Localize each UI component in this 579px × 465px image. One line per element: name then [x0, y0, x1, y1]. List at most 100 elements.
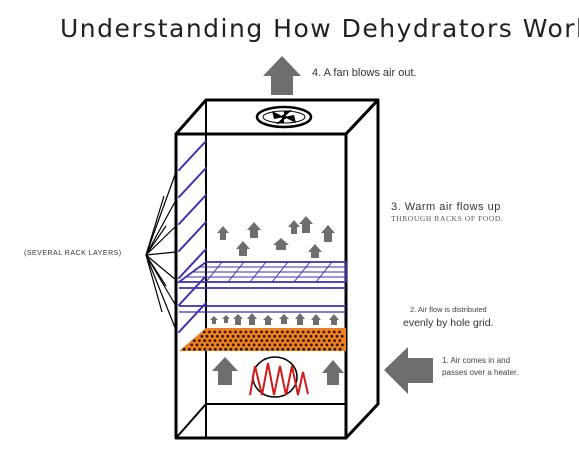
hole-dot — [294, 343, 298, 347]
hole-dot — [234, 330, 237, 334]
hole-dot — [338, 347, 342, 351]
hole-dot — [193, 347, 196, 351]
step-3-label: 3. Warm air flows up — [391, 201, 501, 213]
hole-dot — [322, 339, 326, 342]
hole-dot — [231, 334, 235, 338]
hole-dot — [325, 334, 328, 338]
hole-dot — [205, 343, 209, 347]
hole-dot — [198, 339, 201, 342]
rack-layer — [176, 261, 347, 313]
hole-dot — [296, 339, 300, 342]
hole-dot — [239, 330, 243, 334]
hole-dot — [276, 347, 280, 351]
hole-dot — [257, 343, 261, 347]
hole-dot — [198, 347, 202, 351]
fan-icon — [255, 105, 313, 129]
hole-dot — [203, 339, 207, 342]
hole-dot — [301, 330, 305, 334]
hole-dot — [270, 330, 274, 334]
hole-dot — [327, 330, 331, 334]
hole-dot — [221, 343, 225, 347]
hole-dot — [260, 339, 264, 342]
hole-dot — [312, 339, 316, 342]
hole-dot — [278, 334, 282, 338]
hole-dot — [247, 334, 251, 338]
hole-dot — [245, 347, 248, 351]
hole-dot — [320, 334, 323, 338]
hole-dot — [317, 339, 321, 342]
hole-dot — [341, 343, 344, 347]
hole-dot — [268, 343, 272, 347]
hole-dot — [330, 334, 334, 338]
hole-dot — [309, 343, 313, 347]
hole-grid — [179, 328, 346, 351]
hole-dot — [271, 347, 274, 351]
heater-coil — [249, 356, 309, 398]
hole-dot — [312, 347, 316, 351]
hole-dot — [250, 339, 253, 342]
hole-dot — [218, 330, 222, 334]
hole-dot — [289, 343, 292, 347]
hole-dot — [226, 334, 230, 338]
hole-dot — [323, 347, 326, 351]
hole-dot — [291, 339, 295, 342]
hole-dot — [268, 334, 271, 338]
intake-arrows — [212, 357, 344, 385]
hole-dot — [262, 334, 266, 338]
hole-dot — [283, 343, 287, 347]
hole-dot — [338, 339, 342, 342]
hole-dot — [242, 334, 245, 338]
hole-dot — [307, 339, 310, 342]
hole-dot — [252, 343, 256, 347]
hole-dot — [309, 334, 313, 338]
hole-dot — [265, 347, 269, 351]
hole-dot — [265, 339, 269, 342]
hole-dot — [208, 347, 212, 351]
hole-dot — [231, 343, 235, 347]
hole-dot — [263, 343, 266, 347]
hole-dot — [286, 339, 290, 342]
hole-dot — [234, 347, 238, 351]
hole-dot — [244, 330, 248, 334]
hole-dot — [247, 343, 251, 347]
step-1-sublabel: passes over a heater. — [442, 368, 519, 377]
hole-dot — [286, 347, 290, 351]
hole-dot — [239, 339, 243, 342]
dehydrator-cabinet — [174, 98, 380, 440]
hole-dot — [304, 343, 308, 347]
hole-dot — [229, 347, 233, 351]
hole-dot — [205, 334, 209, 338]
hole-dot — [236, 334, 240, 338]
hole-dot — [330, 343, 334, 347]
hole-dot — [270, 339, 274, 342]
hole-dot — [278, 343, 282, 347]
step-2-sublabel: evenly by hole grid. — [403, 317, 494, 329]
hole-dot — [307, 347, 311, 351]
rack-side-edges — [178, 140, 207, 333]
hole-dot — [291, 330, 295, 334]
hole-dot — [288, 334, 292, 338]
hole-dot — [195, 343, 199, 347]
hole-dot — [218, 339, 222, 342]
hole-dot — [210, 334, 214, 338]
hole-dot — [328, 339, 331, 342]
hole-dot — [294, 334, 297, 338]
hole-dot — [297, 347, 300, 351]
hole-dot — [187, 347, 191, 351]
hole-dot — [302, 347, 306, 351]
hole-dot — [213, 347, 217, 351]
hole-dot — [254, 330, 258, 334]
warm-air-arrows — [217, 216, 335, 258]
step-4-label: 4. A fan blows air out. — [312, 67, 417, 79]
hole-dot — [317, 347, 321, 351]
hole-dot — [312, 330, 315, 334]
hole-dot — [283, 334, 287, 338]
step-1-label: 1. Air comes in and — [442, 356, 511, 365]
hole-dot — [216, 334, 219, 338]
hole-dot — [260, 347, 264, 351]
hole-dot — [328, 347, 332, 351]
hole-dot — [273, 334, 276, 338]
hole-dot — [221, 334, 225, 338]
hole-dot — [291, 347, 295, 351]
hole-dot — [306, 330, 310, 334]
